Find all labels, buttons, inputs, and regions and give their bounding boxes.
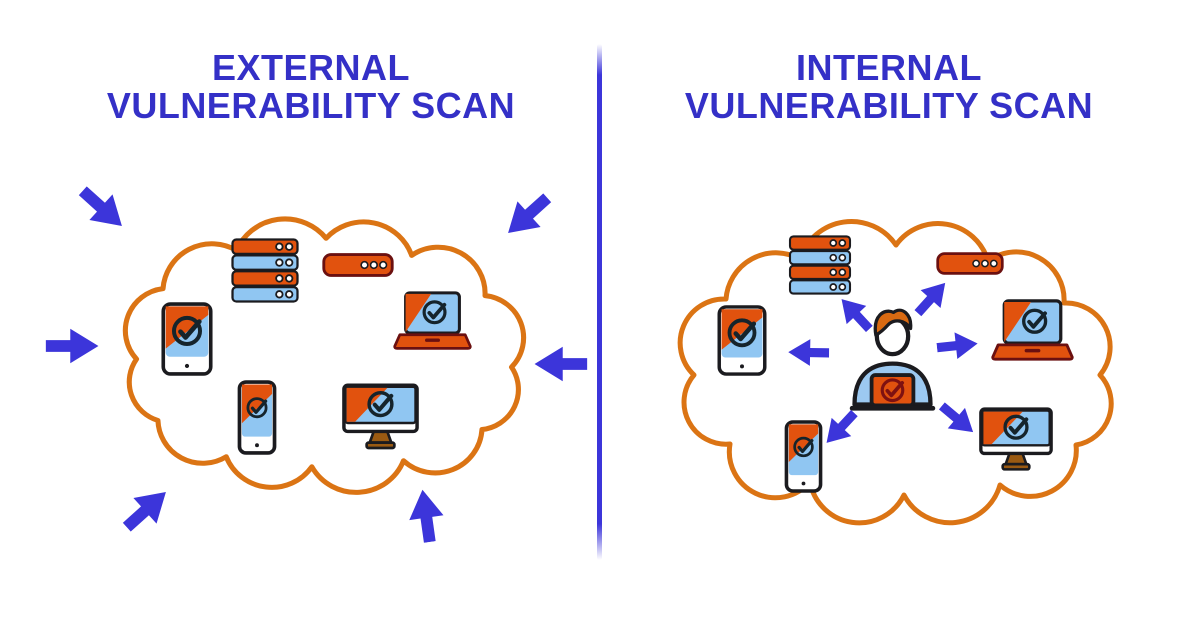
desktop-monitor-icon <box>979 404 1053 480</box>
outward-arrow-to-tablet-icon <box>786 337 831 369</box>
desktop-monitor-icon <box>342 381 419 458</box>
external-title-line-1: EXTERNAL <box>211 47 410 88</box>
laptop-icon <box>393 287 472 358</box>
tablet-icon <box>156 302 218 376</box>
smartphone-icon <box>234 380 280 455</box>
server-rack-icon <box>788 235 852 295</box>
inward-arrow-right-icon <box>531 344 589 384</box>
external-title-line-2: VULNERABILITY SCAN <box>106 85 516 126</box>
external-scan-panel: EXTERNAL VULNERABILITY SCAN <box>0 49 600 627</box>
internal-scan-panel: INTERNAL VULNERABILITY SCAN <box>600 0 1200 627</box>
internal-title-line-1: INTERNAL <box>796 47 982 88</box>
inward-arrow-left-icon <box>44 326 102 366</box>
inward-arrow-bottom-right-icon <box>402 483 450 546</box>
router-icon <box>322 252 394 278</box>
outward-arrow-to-laptop-icon <box>935 328 982 363</box>
internal-scan-title: INTERNAL VULNERABILITY SCAN <box>589 49 1189 125</box>
router-icon <box>936 250 1004 277</box>
internal-title-line-2: VULNERABILITY SCAN <box>684 85 1094 126</box>
tablet-icon <box>713 305 771 376</box>
server-rack-icon <box>231 238 299 303</box>
external-scan-title: EXTERNAL VULNERABILITY SCAN <box>11 49 611 125</box>
laptop-icon <box>991 298 1074 366</box>
panel-divider <box>597 44 602 560</box>
